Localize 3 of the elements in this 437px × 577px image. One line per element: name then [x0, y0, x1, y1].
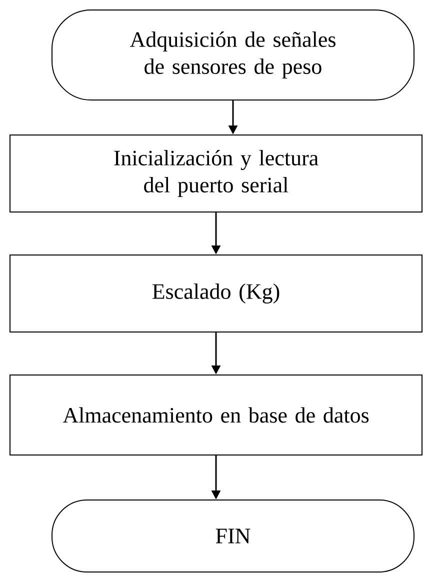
- process-box: Inicialización y lectura del puerto serial: [10, 134, 422, 212]
- process-box: Almacenamiento en base de datos: [10, 374, 422, 456]
- process-box: Escalado (Kg): [10, 254, 422, 332]
